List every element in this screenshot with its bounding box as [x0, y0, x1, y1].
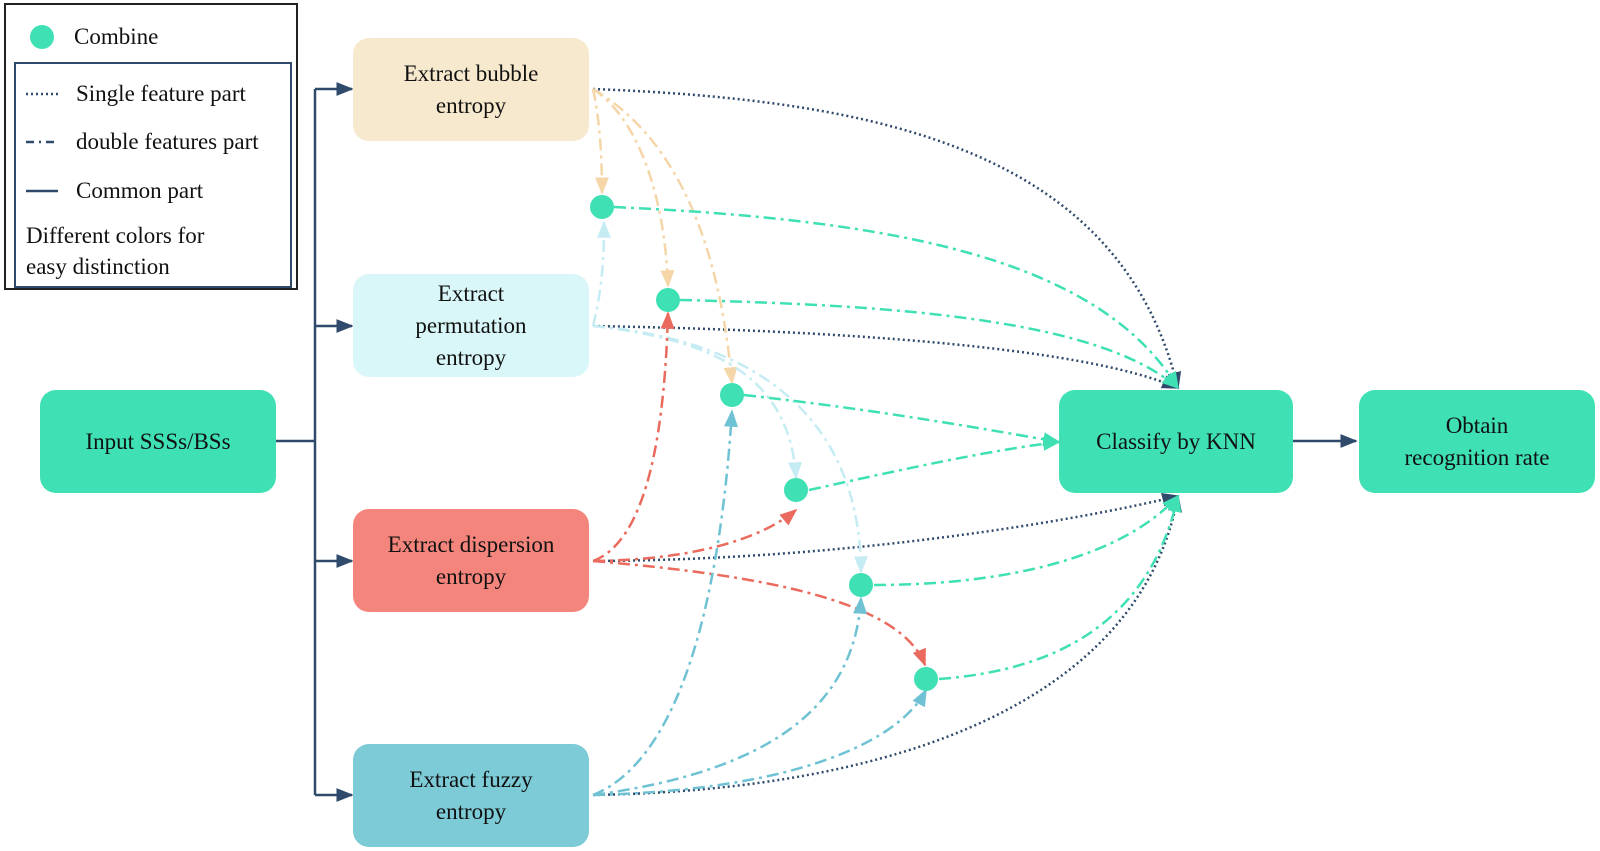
legend-line-types: Single feature part double features part… [14, 62, 292, 288]
dispersion-to-combine-2 [592, 311, 675, 563]
node-classify-label: Classify by KNN [1096, 428, 1256, 454]
node-obtain-line1: Obtain [1445, 412, 1509, 438]
bubble-to-combine-1 [591, 88, 609, 195]
combine-node-4 [784, 478, 808, 502]
combine-4-to-classify [808, 436, 1061, 492]
combine-3-to-classify [743, 393, 1061, 447]
permutation-to-combine-1 [591, 220, 611, 327]
node-input: Input SSSs/BSs [40, 390, 276, 493]
combine-node-6 [914, 667, 938, 691]
permutation-to-combine-4 [592, 324, 803, 480]
legend-double: double features part [16, 127, 259, 157]
legend-combine: Combine [6, 22, 158, 52]
solid-line-icon [26, 189, 58, 193]
node-dispersion-entropy: Extract dispersion entropy [353, 509, 589, 612]
fuzzy-to-combine-3 [592, 409, 738, 797]
legend-single-label: Single feature part [76, 81, 246, 106]
dispersion-to-combine-6 [592, 559, 927, 667]
legend-combine-label: Combine [74, 24, 159, 49]
combine-dot-icon [6, 22, 54, 52]
node-fuzzy-line2: entropy [435, 798, 507, 824]
dotted-line-icon [26, 92, 58, 96]
combine-node-3 [720, 383, 744, 407]
node-bubble-line1: Extract bubble [403, 60, 539, 86]
permutation-to-combine-5 [592, 324, 868, 574]
node-classify-knn: Classify by KNN [1059, 390, 1293, 493]
combine-node-1 [590, 195, 614, 219]
legend-note-line2: easy distinction [26, 254, 170, 279]
node-dispersion-line1: Extract dispersion [387, 531, 555, 557]
node-fuzzy-entropy: Extract fuzzy entropy [353, 744, 589, 847]
common-part-lines [276, 82, 1358, 802]
legend-note: Different colors for easy distinction [26, 220, 276, 282]
combine-1-to-classify [613, 205, 1180, 390]
combine-nodes [590, 195, 938, 691]
node-bubble-entropy: Extract bubble entropy [353, 38, 589, 141]
bubble-to-combine-2 [592, 87, 675, 288]
legend-double-label: double features part [76, 129, 259, 154]
permutation-to-classify [592, 324, 1180, 390]
single-feature-lines [592, 87, 1182, 797]
node-permutation-line1: Extract [437, 280, 505, 306]
double-feature-outputs [613, 205, 1182, 681]
combine-node-5 [849, 573, 873, 597]
node-permutation-line2: permutation [415, 312, 527, 338]
bubble-to-combine-3 [592, 87, 738, 385]
fuzzy-to-classify [592, 494, 1182, 797]
node-obtain-line2: recognition rate [1404, 444, 1550, 470]
node-input-label: Input SSSs/BSs [85, 428, 231, 454]
legend: Combine Single feature part double featu… [4, 3, 298, 290]
node-permutation-line3: entropy [435, 344, 507, 370]
dash-dot-line-icon [26, 140, 58, 144]
dispersion-to-combine-4 [592, 508, 798, 563]
node-permutation-entropy: Extract permutation entropy [353, 274, 589, 377]
combine-6-to-classify [938, 494, 1182, 681]
node-dispersion-line2: entropy [435, 563, 507, 589]
combine-node-2 [656, 288, 680, 312]
node-obtain-rate: Obtain recognition rate [1359, 390, 1595, 493]
node-bubble-line2: entropy [435, 92, 507, 118]
legend-common-label: Common part [76, 178, 204, 203]
node-fuzzy-line1: Extract fuzzy [409, 766, 533, 792]
double-feature-inputs [591, 87, 928, 797]
legend-note-line1: Different colors for [26, 223, 205, 248]
combine-2-to-classify [679, 298, 1180, 390]
dispersion-to-classify [592, 492, 1180, 563]
legend-common: Common part [16, 176, 203, 206]
combine-5-to-classify [873, 494, 1180, 587]
bubble-to-classify [592, 87, 1182, 390]
legend-single: Single feature part [16, 79, 246, 109]
fuzzy-to-combine-5 [592, 596, 868, 797]
fuzzy-to-combine-6 [592, 688, 928, 797]
